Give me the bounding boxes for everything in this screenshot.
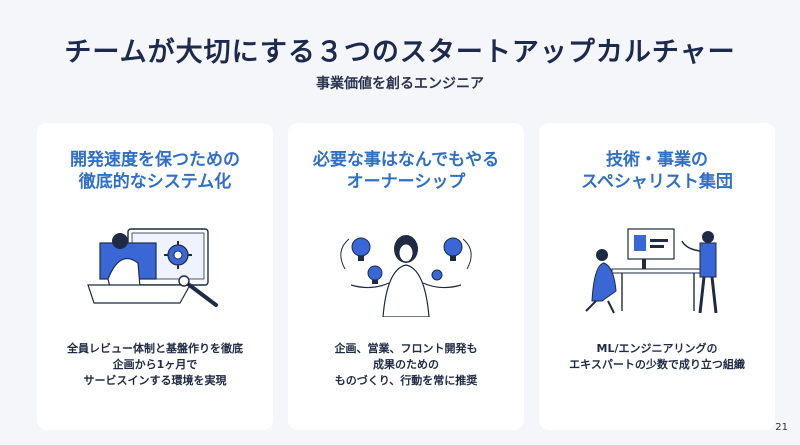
page-number: 21: [775, 422, 788, 433]
card-body: 全員レビュー体制と基盤作りを徹底 企画から1ヶ月で サービスインする環境を実現: [67, 342, 243, 387]
culture-card-ownership: 必要な事はなんでもやる オーナーシップ 企画、営業、フロント開発も 成果のための…: [288, 123, 524, 430]
developer-illustration-icon: [87, 228, 218, 307]
culture-card-specialists: 技術・事業の スペシャリスト集団 ML/エンジニアリングの エキスパートの少数で…: [539, 123, 775, 430]
card-heading: 開発速度を保つための 徹底的なシステム化: [70, 150, 240, 192]
card-heading: 必要な事はなんでもやる オーナーシップ: [312, 150, 500, 192]
card-heading: 技術・事業の スペシャリスト集団: [581, 150, 733, 192]
card-body: ML/エンジニアリングの エキスパートの少数で成り立つ組織: [569, 342, 745, 371]
page-subtitle: 事業価値を創るエンジニア: [316, 76, 484, 92]
culture-card-system: 開発速度を保つための 徹底的なシステム化 全員レビュー体制と基盤作りを徹底 企画…: [37, 123, 273, 430]
lightbulb-person-illustration-icon: [340, 235, 472, 317]
card-body: 企画、営業、フロント開発も 成果のための ものづくり、行動を常に推奨: [334, 342, 478, 387]
team-illustration-icon: [585, 228, 718, 314]
page-title: チームが大切にする３つのスタートアップカルチャー: [64, 37, 736, 68]
